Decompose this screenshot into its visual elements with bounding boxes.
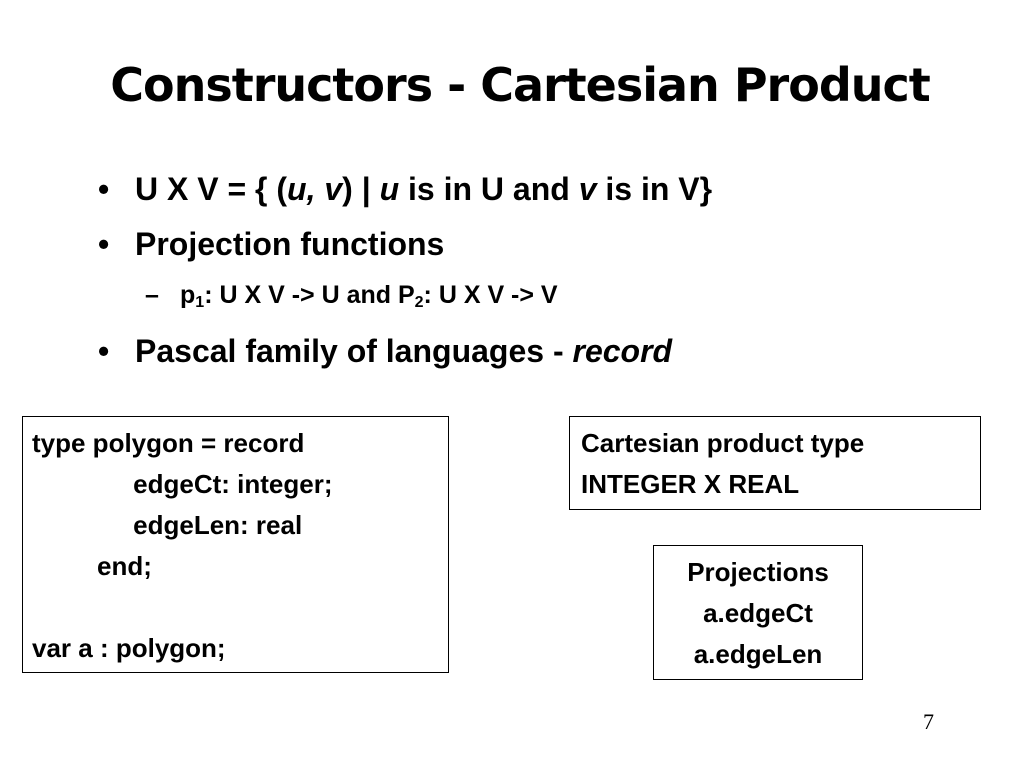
- box-line: a.edgeCt: [703, 598, 813, 628]
- box-line: Projections: [687, 557, 829, 587]
- text-run-italic: v: [578, 171, 597, 207]
- text-run: p: [180, 281, 196, 309]
- text-run-italic: u: [379, 171, 400, 207]
- bullet-text: U X V = { (u, v) | u is in U and v is in…: [135, 171, 712, 208]
- code-line: var a : polygon;: [32, 633, 226, 663]
- text-run-italic: u, v: [287, 171, 343, 207]
- slide-title: Constructors - Cartesian Product: [110, 58, 931, 112]
- text-run: ) |: [342, 171, 380, 207]
- projections-box: Projections a.edgeCt a.edgeLen: [653, 545, 863, 680]
- bullet-marker: •: [98, 171, 110, 207]
- bullet-marker: •: [98, 333, 110, 369]
- box-line: a.edgeLen: [693, 639, 823, 669]
- subscript: 1: [195, 294, 205, 311]
- code-line-blank: [32, 587, 448, 628]
- bullet-marker: •: [98, 226, 110, 262]
- text-run: : U X V -> U and P: [204, 281, 415, 309]
- text-run: U X V = { (: [135, 171, 288, 207]
- box-line: INTEGER X REAL: [581, 469, 800, 499]
- code-box: type polygon = record edgeCt: integer; e…: [22, 416, 449, 673]
- sub-bullet-text: p1: U X V -> U and P2: U X V -> V: [180, 281, 558, 312]
- cartesian-type-box: Cartesian product type INTEGER X REAL: [569, 416, 981, 510]
- bullet-text: Projection functions: [135, 226, 445, 262]
- code-line: edgeLen: real: [32, 510, 303, 540]
- sub-bullet-marker: –: [145, 281, 159, 309]
- text-run: is in U and: [399, 171, 579, 207]
- text-run: Pascal family of languages -: [135, 333, 573, 369]
- text-run: : U X V -> V: [423, 281, 558, 309]
- code-line: end;: [32, 551, 152, 581]
- box-line: Cartesian product type: [581, 428, 865, 458]
- subscript: 2: [414, 294, 424, 311]
- text-run: is in V}: [596, 171, 713, 207]
- code-line: type polygon = record: [32, 428, 305, 458]
- bullet-text: Pascal family of languages - record: [135, 333, 672, 370]
- page-number: 7: [923, 709, 934, 734]
- text-run-italic: record: [572, 333, 673, 369]
- code-line: edgeCt: integer;: [32, 469, 333, 499]
